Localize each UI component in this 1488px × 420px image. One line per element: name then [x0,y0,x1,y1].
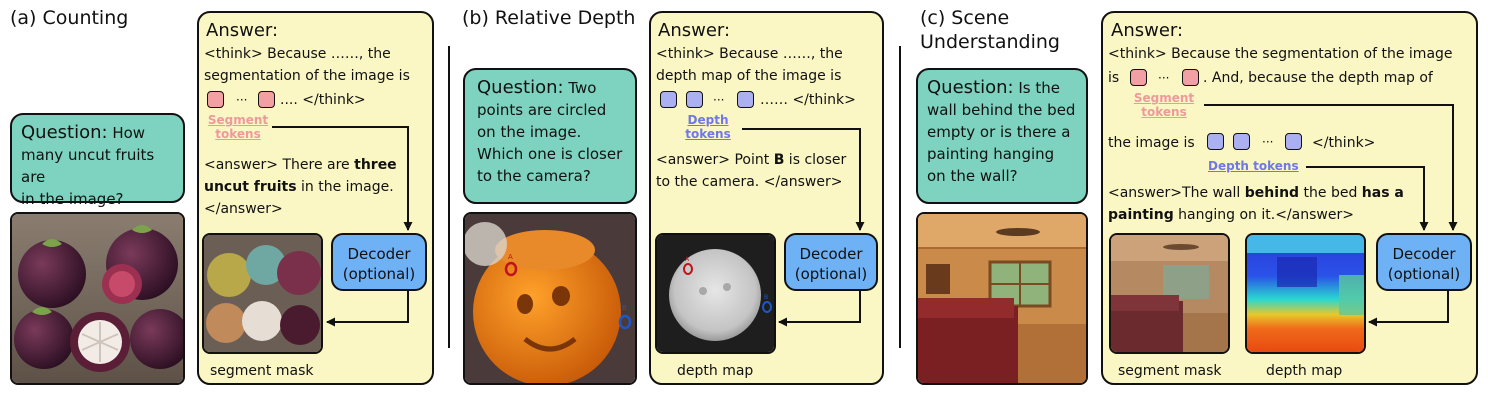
panel-divider [899,46,901,348]
answer-title: Answer: [1111,20,1184,41]
answer-text: uncut fruits in the image. [204,179,394,195]
question-text: on the image. [477,123,582,141]
panel-c-question-box: Question: Is the wall behind the bed emp… [916,68,1088,204]
decoder-to-depthmap-arrow [1368,291,1449,327]
depth-token [1285,133,1302,150]
question-text: in the image? [21,190,124,208]
segment-mask-caption: segment mask [1118,363,1222,379]
mangosteen-photo [10,212,185,385]
answer-title: Answer: [658,20,731,41]
segment-token [1182,69,1199,86]
think-text: </think> [1312,135,1376,151]
answer-text: painting hanging on it.</answer> [1108,207,1354,223]
decoder-box: Decoder(optional) [1376,233,1472,291]
bedroom-photo [916,212,1088,385]
question-text: empty or is there a [927,123,1071,141]
decoder-to-depthmap-arrow [778,291,861,327]
segment-token [207,91,224,108]
segment-token [258,91,275,108]
answer-text: to the camera. </answer> [656,174,843,190]
think-text: is [1108,70,1120,86]
question-label: Question: [927,77,1014,98]
question-text: Which one is closer [477,145,623,163]
depth-to-decoder-arrow [742,128,865,231]
point-a-label: A [508,253,513,261]
segment-token [1130,69,1147,86]
depth-map-caption: depth map [1266,363,1343,379]
panel-b-question-box: Question: Two points are circled on the … [463,68,637,204]
decoder-to-mask-arrow [326,291,409,327]
think-text: <think> Because the segmentation of the … [1108,46,1453,62]
question-label: Question: [477,77,564,98]
segment-to-decoder-arrow [272,126,413,231]
answer-text: <answer> Point B is closer [656,152,847,168]
answer-text: <answer>The wall behind the bed has a [1108,185,1404,201]
depth-map-image: A B [655,233,776,354]
answer-text: </answer> [204,201,283,217]
depth-token [737,91,754,108]
segment-mask-image [1109,233,1230,354]
decoder-box: Decoder(optional) [784,233,878,291]
token-ellipsis: ··· [713,93,725,107]
think-text: <think> Because ……, the [204,46,391,62]
think-text: the image is [1108,135,1195,151]
question-text: points are circled [477,101,607,119]
orange-photo: A B [463,212,637,385]
point-b-label: B [622,304,627,312]
question-text: Two [563,79,597,97]
think-text: . And, because the depth map of [1203,70,1433,86]
think-text: depth map of the image is [656,68,842,84]
question-text: Is the [1013,79,1060,97]
question-text: on the wall? [927,167,1018,185]
depth-map-image [1245,233,1366,354]
question-text: many uncut fruits are [21,146,155,186]
point-a-label: A [685,256,690,263]
depth-tokens-label: Depth tokens [1208,159,1299,173]
think-text: segmentation of the image is [204,68,410,84]
depth-to-decoder-arrow [1306,166,1429,231]
question-text: How [107,124,146,142]
depth-token [686,91,703,108]
think-text: .... </think> [280,92,366,108]
decoder-box: Decoder(optional) [331,233,427,291]
segment-mask-caption: segment mask [210,363,314,379]
panel-divider [448,46,450,348]
token-ellipsis: ··· [1262,135,1274,149]
answer-title: Answer: [206,20,279,41]
question-text: to the camera? [477,167,591,185]
segment-mask-image [202,233,323,354]
depth-token [660,91,677,108]
answer-text: <answer> There are three [204,157,397,173]
question-text: painting hanging [927,145,1055,163]
depth-token [1233,133,1250,150]
segment-to-decoder-arrow [1204,104,1458,231]
question-text: wall behind the bed [927,101,1076,119]
depth-token [1207,133,1224,150]
panel-b-title: (b) Relative Depth [462,7,636,29]
token-ellipsis: ··· [236,93,248,107]
point-b-label: B [764,294,768,301]
question-label: Question: [21,122,108,143]
think-text: …… </think> [760,92,856,108]
panel-a-question-box: Question: How many uncut fruits are in t… [10,113,185,208]
token-ellipsis: ··· [1158,71,1170,85]
think-text: <think> Because ……, the [656,46,843,62]
depth-map-caption: depth map [677,363,754,379]
panel-a-title: (a) Counting [10,7,129,29]
